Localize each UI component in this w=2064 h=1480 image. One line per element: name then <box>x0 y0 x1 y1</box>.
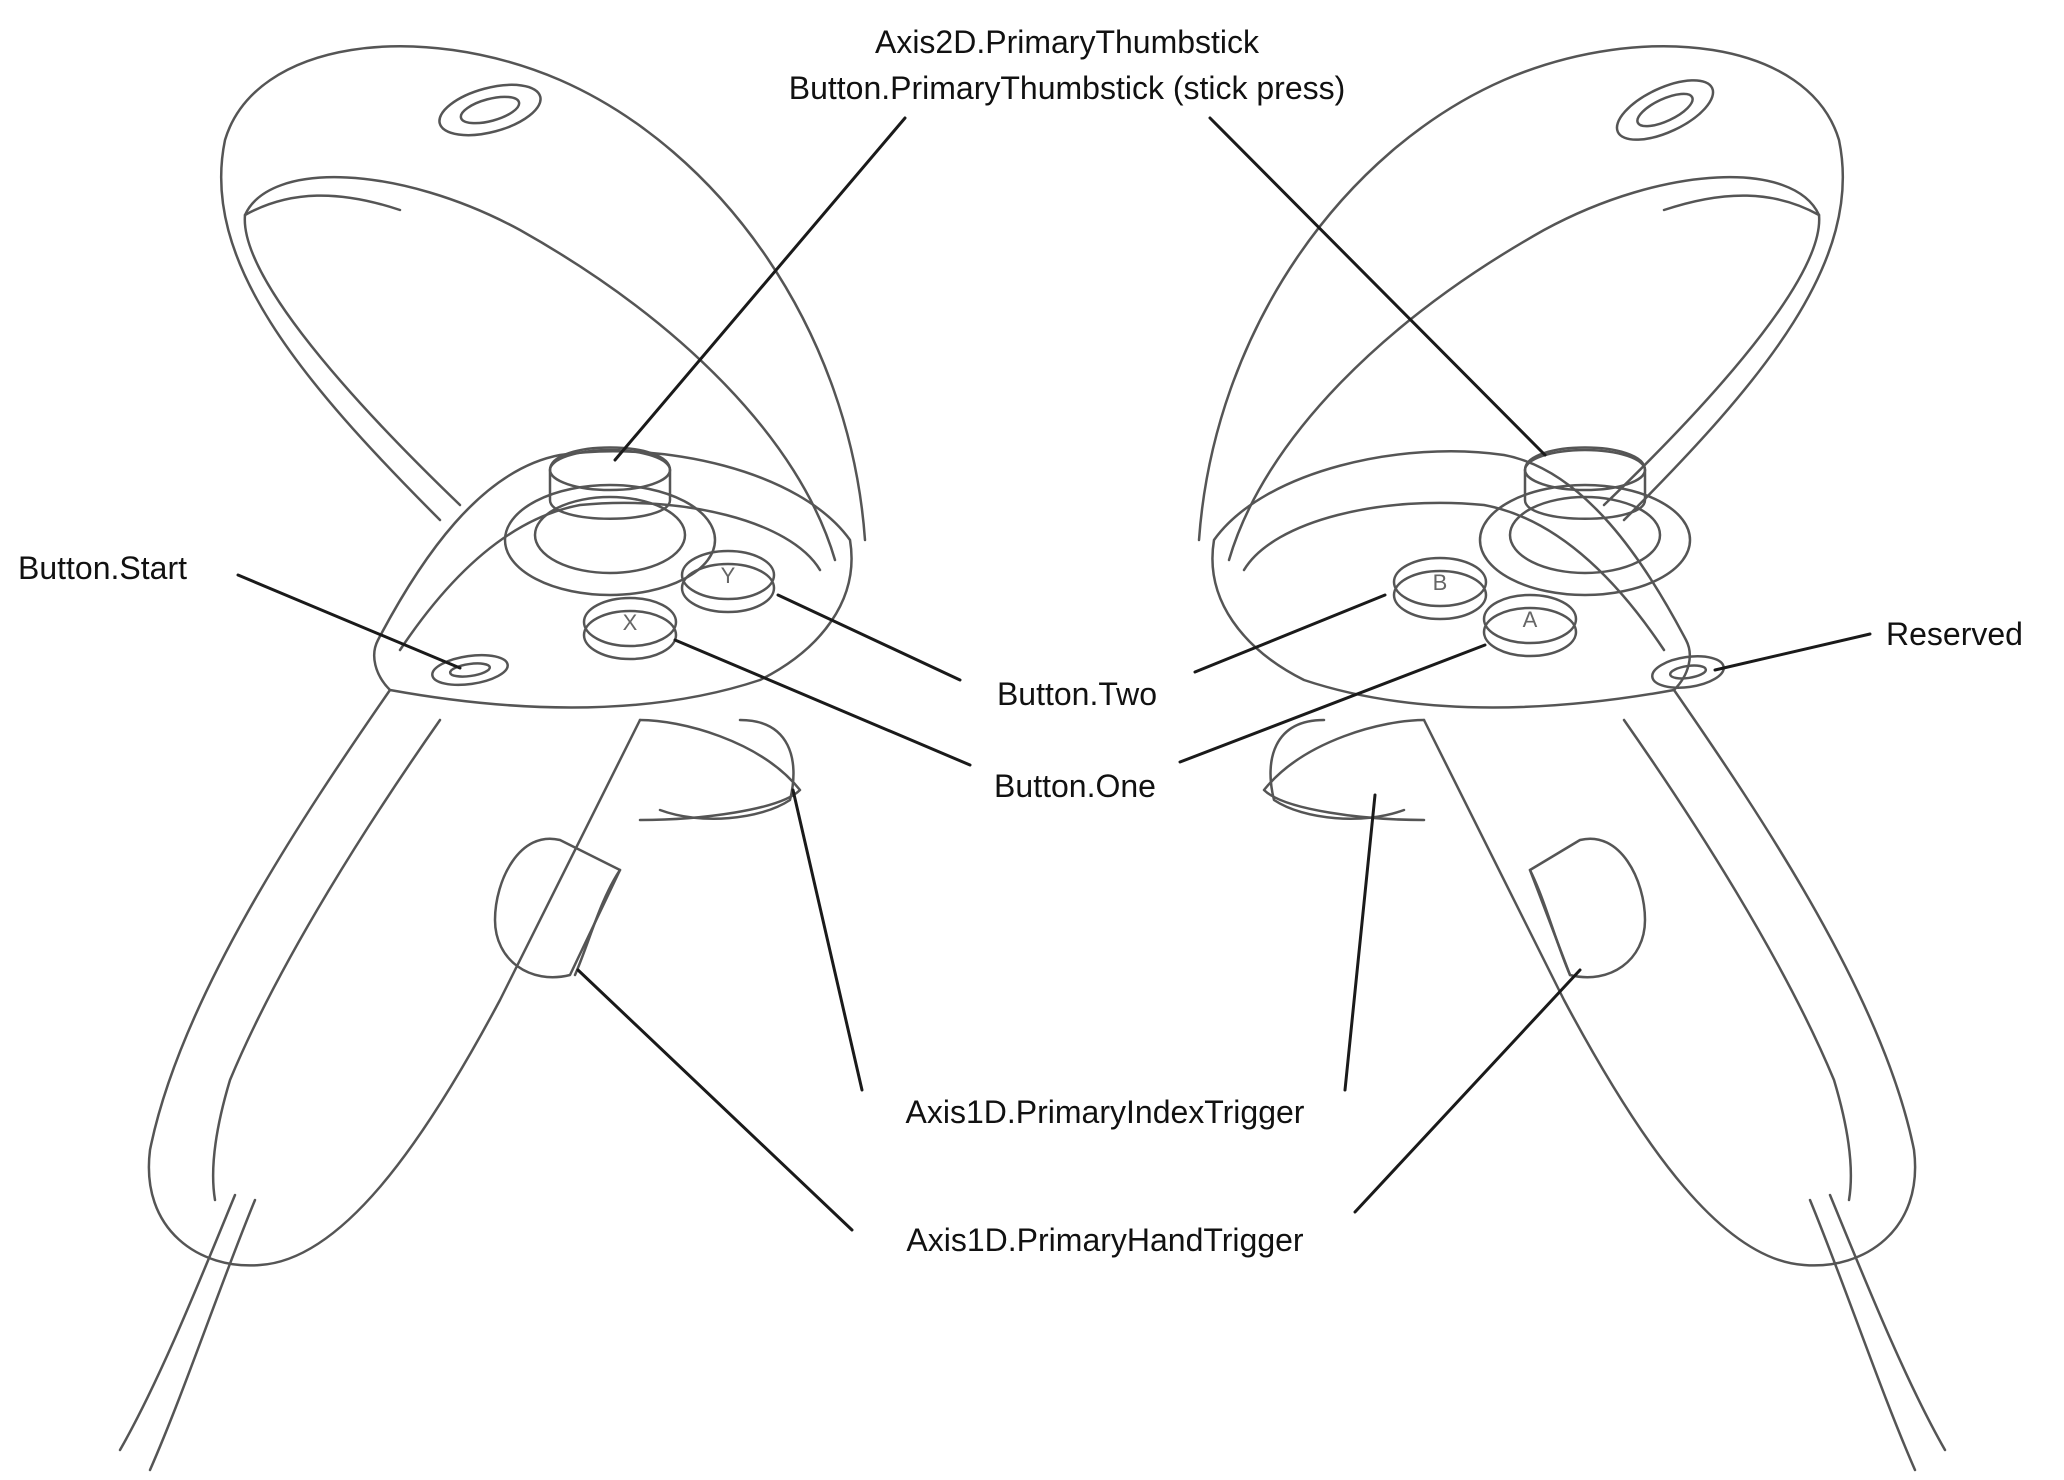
right-tracking-ring-inner <box>1227 175 1821 562</box>
left-button-x: X <box>582 596 678 661</box>
callout-line-start <box>236 573 462 670</box>
label-thumbstick-axis: Axis2D.PrimaryThumbstick <box>874 24 1260 60</box>
callout-line-thumbstick-right <box>1208 116 1547 457</box>
label-reserved: Reserved <box>1886 616 2023 652</box>
callout-line-hand-right <box>1353 968 1582 1214</box>
label-index-trigger: Axis1D.PrimaryIndexTrigger <box>905 1094 1305 1130</box>
svg-text:X: X <box>623 610 638 635</box>
right-button-a: A <box>1482 593 1578 658</box>
callout-line-two-left <box>776 593 962 682</box>
left-controller: Y X <box>118 45 867 1472</box>
left-tracking-ring-inner <box>243 175 837 562</box>
label-thumbstick-press: Button.PrimaryThumbstick (stick press) <box>788 70 1346 106</box>
callout-line-two-right <box>1193 593 1387 674</box>
right-ring-emblem-icon <box>1615 79 1715 141</box>
left-thumbstick-base <box>503 483 717 597</box>
left-cable <box>118 1193 237 1452</box>
right-reserved-button <box>1651 655 1725 689</box>
callout-line-index-right <box>1343 793 1377 1092</box>
right-tracking-ring-outer <box>1197 45 1845 542</box>
left-start-button <box>431 653 509 687</box>
left-tracking-ring-outer <box>219 45 867 542</box>
label-button-start: Button.Start <box>18 550 187 586</box>
left-index-trigger <box>658 718 795 820</box>
right-thumbstick-base <box>1478 483 1692 597</box>
left-button-y: Y <box>680 549 776 614</box>
left-ring-emblem-icon <box>438 83 542 137</box>
callout-line-thumbstick-left <box>613 116 907 462</box>
label-button-two: Button.Two <box>996 676 1158 712</box>
right-thumbstick <box>1523 446 1647 520</box>
right-controller: B A <box>1197 45 1947 1472</box>
label-hand-trigger: Axis1D.PrimaryHandTrigger <box>906 1222 1304 1258</box>
svg-text:A: A <box>1523 607 1538 632</box>
right-hand-trigger <box>1528 837 1647 979</box>
right-handle <box>1422 688 1917 1267</box>
left-handle <box>147 688 642 1267</box>
callout-line-hand-left <box>576 968 854 1232</box>
callout-line-reserved <box>1713 632 1872 672</box>
right-index-trigger <box>1269 718 1406 820</box>
label-button-one: Button.One <box>994 768 1156 804</box>
left-hand-trigger <box>493 837 622 979</box>
left-face-plate <box>373 449 853 709</box>
callout-line-index-left <box>791 788 864 1092</box>
right-button-b: B <box>1392 556 1488 621</box>
callout-line-one-left <box>673 638 972 767</box>
left-thumbstick <box>548 446 672 520</box>
svg-text:Y: Y <box>721 563 736 588</box>
right-cable <box>1828 1193 1947 1452</box>
right-face-plate <box>1211 449 1691 709</box>
callout-line-one-right <box>1178 643 1487 764</box>
svg-text:B: B <box>1433 570 1448 595</box>
